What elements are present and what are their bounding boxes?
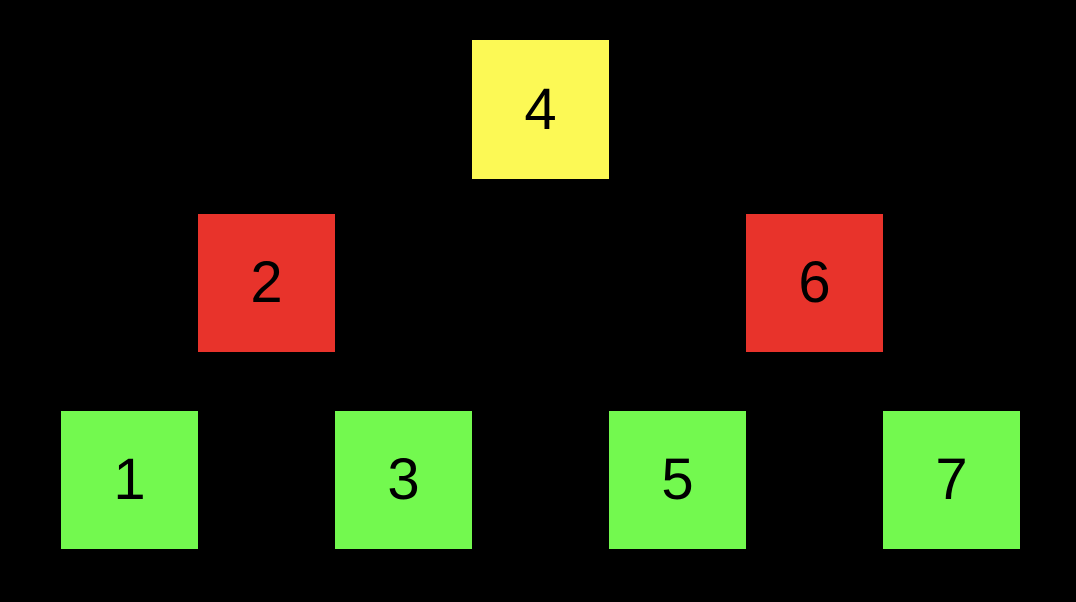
tree-node-label: 1 bbox=[113, 447, 146, 512]
tree-node-7[interactable]: 7 bbox=[883, 411, 1020, 549]
tree-node-1[interactable]: 1 bbox=[61, 411, 198, 549]
tree-node-2[interactable]: 2 bbox=[198, 214, 335, 352]
tree-node-6[interactable]: 6 bbox=[746, 214, 883, 352]
tree-node-4[interactable]: 4 bbox=[472, 40, 609, 179]
tree-node-3[interactable]: 3 bbox=[335, 411, 472, 549]
tree-node-5[interactable]: 5 bbox=[609, 411, 746, 549]
tree-node-label: 3 bbox=[387, 447, 420, 512]
tree-node-label: 6 bbox=[798, 250, 831, 315]
tree-node-label: 5 bbox=[661, 447, 694, 512]
tree-node-label: 7 bbox=[935, 447, 968, 512]
tree-node-label: 4 bbox=[524, 76, 557, 142]
tree-node-label: 2 bbox=[250, 250, 283, 315]
